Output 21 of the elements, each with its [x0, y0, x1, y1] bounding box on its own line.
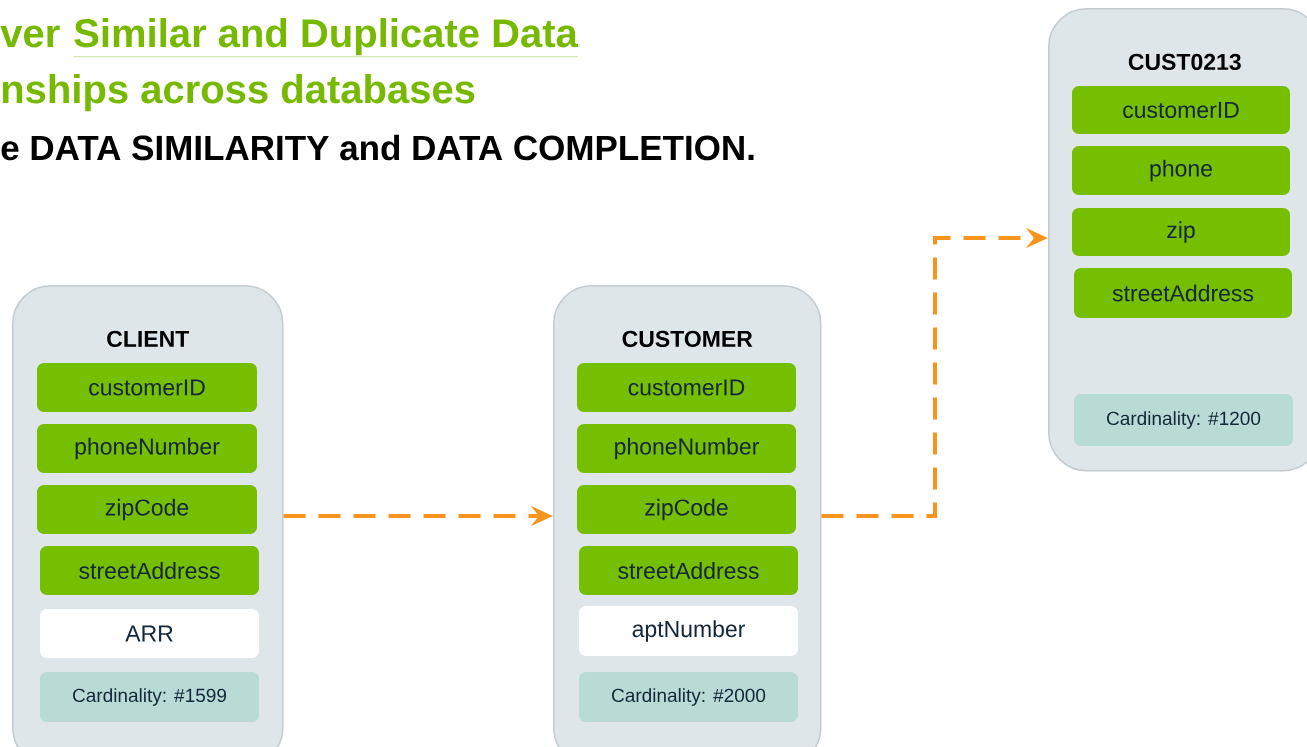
cardinality-box: Cardinality: #2000	[579, 672, 798, 722]
field-box: zipCode	[577, 485, 796, 534]
heading-text: ver	[0, 25, 60, 48]
field-box: customerID	[37, 363, 257, 412]
field-box: customerID	[577, 363, 796, 412]
field-box: streetAddress	[1074, 268, 1292, 318]
cardinality-box: Cardinality: #1200	[1074, 394, 1293, 446]
field-box: streetAddress	[579, 546, 798, 595]
field-box: aptNumber	[579, 606, 798, 656]
cardinality-box: Cardinality: #1599	[40, 672, 259, 722]
field-box: ARR	[40, 609, 259, 658]
field-box: phoneNumber	[37, 424, 257, 473]
heading-text: nships across databases	[2, 74, 475, 112]
field-box: zipCode	[37, 485, 257, 534]
field-box: customerID	[1072, 86, 1290, 134]
field-box: phoneNumber	[577, 424, 796, 473]
field-box: streetAddress	[40, 546, 259, 595]
heading-text: e DATA SIMILARITY and DATA COMPLETION.	[1, 134, 754, 161]
field-box: zip	[1072, 208, 1290, 256]
field-box: phone	[1072, 146, 1290, 195]
heading-text: Similar and Duplicate Data	[73, 18, 578, 57]
